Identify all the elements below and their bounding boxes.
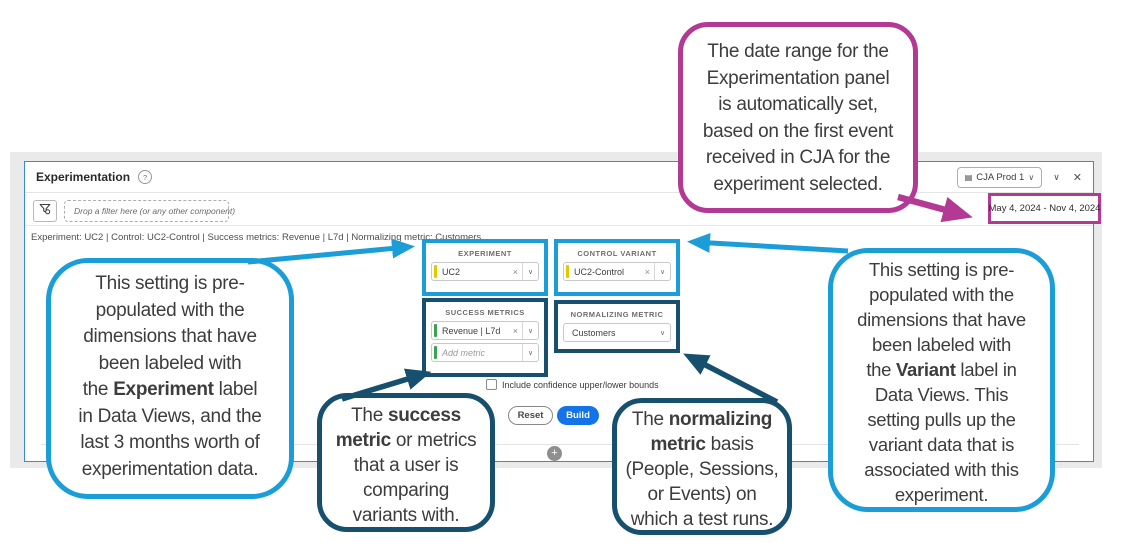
dataset-icon: ▤: [964, 172, 973, 182]
collapse-panel-chevron-icon[interactable]: ∨: [1053, 171, 1060, 182]
chevron-down-icon: ∨: [1028, 172, 1035, 182]
chevron-down-icon[interactable]: ∨: [527, 327, 534, 335]
panel-title: Experimentation: [36, 170, 131, 184]
segment-filter-button[interactable]: [33, 200, 57, 222]
dimension-color-bar: [434, 265, 437, 278]
confidence-checkbox-row: Include confidence upper/lower bounds: [486, 379, 659, 390]
field-separator: [522, 322, 523, 339]
filter-funnel-icon: [39, 202, 51, 220]
clear-icon[interactable]: ×: [512, 325, 518, 336]
panel-date-range[interactable]: May 4, 2024 - Nov 4, 2024: [988, 193, 1101, 224]
success-metric-field[interactable]: Revenue | L7d × ∨: [431, 321, 539, 340]
success-metrics-field-label: SUCCESS METRICS: [445, 308, 525, 317]
clear-icon[interactable]: ×: [644, 266, 650, 277]
filter-bar: Drop a filter here (or any other compone…: [33, 200, 235, 222]
confidence-checkbox-label: Include confidence upper/lower bounds: [502, 379, 659, 390]
add-metric-field[interactable]: Add metric ∨: [431, 343, 539, 362]
header-divider: [25, 225, 1093, 226]
field-separator: [522, 263, 523, 280]
add-metric-placeholder: Add metric: [442, 347, 486, 358]
experiment-field[interactable]: UC2 × ∨: [431, 262, 539, 281]
metric-color-bar: [434, 324, 437, 337]
panel-bottom-divider: [41, 444, 1079, 445]
experiment-field-label: EXPERIMENT: [458, 249, 512, 258]
help-icon[interactable]: ?: [138, 170, 153, 184]
close-panel-icon[interactable]: ✕: [1072, 171, 1082, 184]
normalizing-metric-select[interactable]: Customers ∨: [563, 323, 671, 342]
experiment-field-value: UC2: [442, 266, 461, 277]
dataset-selector-button[interactable]: ▤ CJA Prod 1 ∨: [956, 166, 1043, 188]
chevron-down-icon[interactable]: ∨: [659, 329, 666, 337]
chevron-down-icon[interactable]: ∨: [659, 268, 666, 276]
normalizing-metric-field-highlight: NORMALIZING METRIC Customers ∨: [554, 300, 680, 353]
control-variant-field-value: UC2-Control: [574, 266, 625, 277]
confidence-checkbox[interactable]: [486, 379, 497, 390]
dataset-selector-label: CJA Prod 1: [976, 171, 1025, 183]
chevron-down-icon[interactable]: ∨: [527, 268, 534, 276]
success-metrics-field-highlight: SUCCESS METRICS Revenue | L7d × ∨ Add me…: [422, 298, 548, 377]
normalizing-metric-field-label: NORMALIZING METRIC: [570, 310, 664, 319]
field-separator: [654, 263, 655, 280]
add-visualization-button[interactable]: +: [547, 446, 562, 461]
metric-color-bar: [434, 346, 437, 359]
experiment-field-highlight: EXPERIMENT UC2 × ∨: [422, 239, 548, 296]
chevron-down-icon[interactable]: ∨: [527, 349, 534, 357]
control-variant-field[interactable]: UC2-Control × ∨: [563, 262, 671, 281]
control-variant-field-highlight: CONTROL VARIANT UC2-Control × ∨: [554, 239, 680, 296]
filter-drop-zone[interactable]: Drop a filter here (or any other compone…: [64, 200, 235, 222]
dimension-color-bar: [566, 265, 569, 278]
build-button[interactable]: Build: [557, 406, 599, 425]
panel-header: Experimentation ? ▤ CJA Prod 1 ∨ ∨ ✕: [25, 162, 1093, 193]
clear-icon[interactable]: ×: [512, 266, 518, 277]
normalizing-metric-value: Customers: [572, 327, 616, 338]
reset-button[interactable]: Reset: [508, 406, 553, 425]
field-separator: [522, 344, 523, 361]
success-metric-value: Revenue | L7d: [442, 325, 501, 336]
panel-config-summary: Experiment: UC2 | Control: UC2-Control |…: [31, 232, 482, 243]
control-variant-field-label: CONTROL VARIANT: [577, 249, 657, 258]
